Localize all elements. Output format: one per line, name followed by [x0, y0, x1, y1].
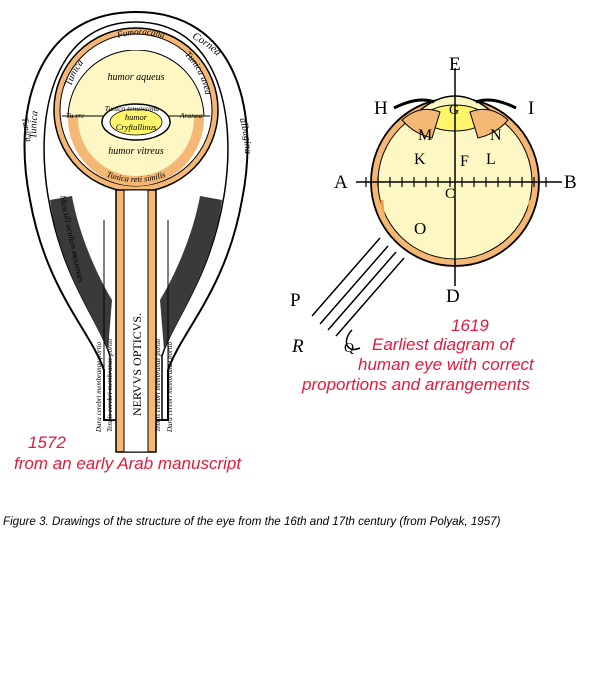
label-dura-left: Dura cerebri membranae portio [95, 341, 103, 433]
letter-f: F [460, 153, 469, 170]
label-nervus-opticus: NERVVS OPTICVS. [130, 313, 144, 416]
letter-e: E [449, 54, 461, 75]
annotation-1619-year: 1619 [451, 316, 489, 335]
label-aranea-left: Tu rre [66, 111, 85, 120]
eye-muscle-left [50, 196, 112, 350]
figure-caption: Figure 3. Drawings of the structure of t… [3, 515, 501, 528]
annotation-1619-line-2: human eye with correct [358, 355, 534, 374]
annotation-1572-year: 1572 [28, 433, 66, 452]
label-humor-crystallinus-1: humor [125, 112, 148, 122]
optic-nerve [123, 189, 149, 453]
label-tunica-left: Tunica [28, 110, 40, 139]
iris-right [469, 108, 509, 139]
humor-aqueus-region [67, 50, 205, 116]
letter-r: R [291, 336, 304, 357]
eyelid-left [393, 98, 435, 110]
letter-p: P [290, 290, 301, 311]
annotation-1619-line-1: Earliest diagram of [372, 335, 514, 354]
label-alba-left: Tunica [20, 117, 34, 143]
eye-drawings-figure: humor aqueus humor Cryftallinus humor vi… [20, 10, 577, 453]
label-dura-right: Dura cerebri membranae portio [166, 341, 174, 433]
letter-q: Q [344, 341, 354, 356]
letter-b: B [564, 172, 577, 193]
right-eye-drawing: A B C D E F G H I K L M N O P Q R [290, 54, 577, 357]
letter-o: O [414, 219, 426, 238]
crystalline-lens-core [109, 108, 163, 136]
label-tunica-reti-similis: Tunica reti similis [105, 169, 167, 184]
letter-m: M [418, 127, 432, 144]
left-eye-drawing: humor aqueus humor Cryftallinus humor vi… [20, 10, 253, 453]
letter-i: I [528, 98, 534, 119]
label-tenuis-left: Tenuis cerebri membranae portio [106, 338, 114, 432]
letter-c: C [445, 186, 455, 202]
label-humor-crystallinus-2: Cryftallinus [116, 122, 157, 132]
label-humor-vitreus: humor vitreus [108, 146, 164, 157]
letter-a: A [334, 172, 348, 193]
eye-muscle-right [160, 196, 222, 350]
letter-g: G [449, 103, 459, 118]
letter-l: L [486, 151, 496, 168]
nerve-loop [345, 329, 361, 351]
annotation-1619-line-3: proportions and arrangements [302, 375, 530, 394]
axis-ticks [365, 177, 547, 187]
letter-d: D [446, 286, 460, 307]
letter-h: H [374, 98, 388, 119]
annotation-1572-description: from an early Arab manuscript [14, 454, 242, 473]
eyelid-right [475, 98, 517, 110]
label-fumoracana: Fumoracana [115, 27, 167, 41]
label-tunica-tenuissima: Tunica tenuissima [105, 104, 160, 113]
letter-n: N [490, 127, 502, 144]
label-tenuis-right: Tenuis cerebri membranae portio [154, 338, 162, 432]
label-aranea-right: Aranea [179, 111, 202, 120]
optic-nerve-bundle [311, 237, 405, 337]
letter-k: K [414, 151, 426, 168]
label-humor-aqueus: humor aqueus [108, 72, 165, 83]
iris-left [401, 108, 441, 139]
